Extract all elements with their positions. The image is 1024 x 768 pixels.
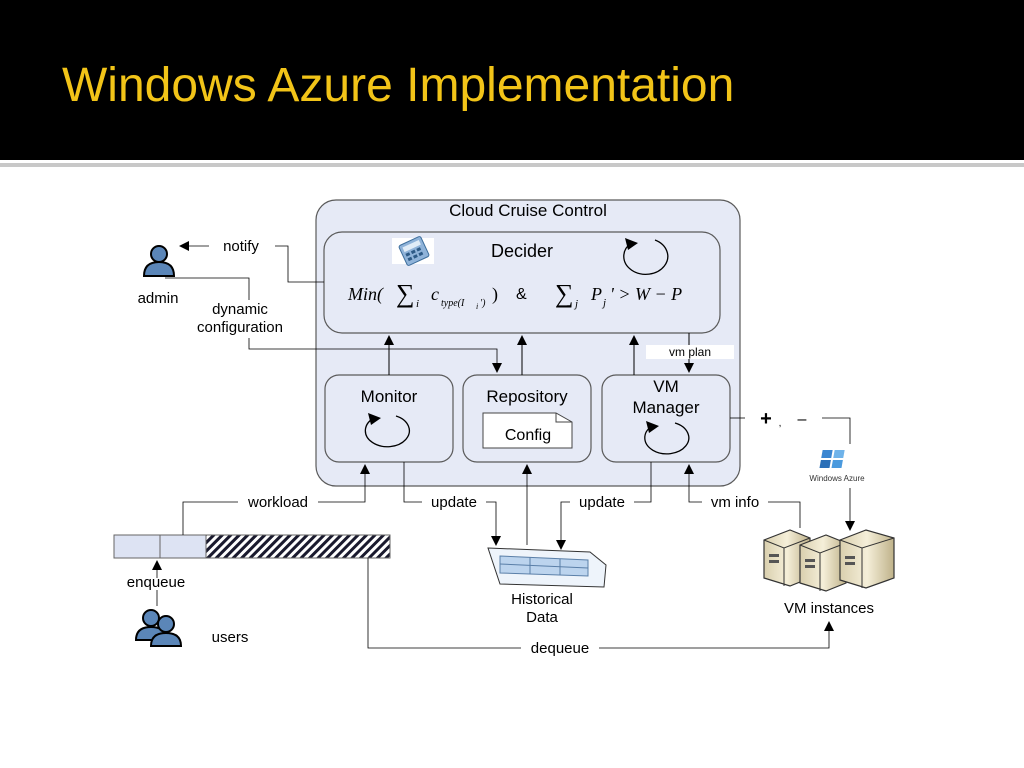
monitor-cycle-icon (364, 413, 410, 448)
server-icon (839, 529, 895, 589)
scale-minus-label: – (798, 411, 807, 428)
calculator-icon (392, 236, 434, 266)
update-label-2: update (579, 494, 625, 511)
decider-cycle-icon (623, 238, 669, 275)
server-icon (799, 534, 847, 592)
formula-sub-j2: j (601, 297, 606, 309)
request-queue (113, 534, 391, 559)
slide-title: Windows Azure Implementation (62, 59, 735, 112)
title-bar (0, 0, 1024, 160)
formula-rhs: ' > W − P (610, 284, 682, 304)
dynamic-config-label-bg (190, 300, 294, 338)
scale-comma-label: , (779, 418, 782, 429)
scale-plus-label: + (760, 408, 772, 430)
vm-manager-cycle-icon (644, 421, 690, 455)
historical-data-database-icon (487, 547, 607, 588)
vm-instances-server-icon (763, 529, 895, 592)
users-label: users (212, 629, 249, 646)
historical-data-label-line2: Data (526, 609, 558, 626)
vm-manager-box (601, 374, 731, 463)
formula-sub-close: ') (480, 298, 486, 309)
formula-sub-type: type(I (441, 298, 465, 309)
enqueue-label: enqueue (127, 574, 185, 591)
vm-plan-label: vm plan (669, 345, 711, 359)
admin-label: admin (138, 290, 179, 307)
users-icon (134, 609, 183, 647)
decider-formula: Min( ∑ i c type(I i ') ) & ∑ j P j ' > W… (347, 279, 682, 311)
dequeue-label: dequeue (531, 640, 589, 657)
workload-label-bg (238, 494, 318, 510)
monitor-label: Monitor (361, 387, 418, 406)
formula-sum-2: ∑ (555, 279, 574, 308)
formula-c: c (431, 284, 439, 304)
update-label-2-bg (570, 494, 634, 510)
notify-label: notify (223, 238, 259, 255)
workload-label: workload (247, 494, 308, 511)
server-icon (763, 529, 811, 587)
config-document: Config (482, 412, 573, 449)
controller-title: Cloud Cruise Control (449, 201, 607, 220)
dynamic-config-label-line2: configuration (197, 319, 283, 336)
vm-instances-label: VM instances (784, 600, 874, 617)
dequeue-label-bg (521, 640, 599, 656)
vm-plan-label-bg (646, 345, 734, 359)
update-label-1: update (431, 494, 477, 511)
formula-sum-1: ∑ (396, 279, 415, 308)
windows-azure-logo-icon: Windows Azure (798, 444, 878, 488)
admin-person-icon (142, 245, 176, 277)
vm-manager-label-line1: VM (653, 377, 679, 396)
vm-info-label: vm info (711, 494, 759, 511)
decider-label: Decider (491, 241, 553, 261)
scale-arrow (822, 417, 855, 531)
dynamic-config-label-line1: dynamic (212, 301, 268, 318)
notify-connector (275, 245, 324, 283)
formula-and: & (516, 286, 527, 303)
dynamic-configuration-arrow (165, 277, 502, 373)
formula-sub-j: j (573, 298, 578, 310)
formula-close: ) (492, 284, 498, 305)
vm-manager-label-line2: Manager (632, 398, 699, 417)
formula-sub-i: i (416, 298, 419, 310)
config-label: Config (505, 427, 551, 444)
title-divider (0, 163, 1024, 167)
historical-data-label-line1: Historical (511, 591, 573, 608)
formula-min: Min( (347, 284, 384, 305)
update-label-1-bg (422, 494, 486, 510)
formula-sub-i2: i (476, 302, 478, 311)
formula-p: P (590, 284, 602, 304)
vm-info-label-bg (702, 494, 768, 510)
azure-logo-text: Windows Azure (809, 474, 865, 483)
repository-label: Repository (486, 387, 568, 406)
